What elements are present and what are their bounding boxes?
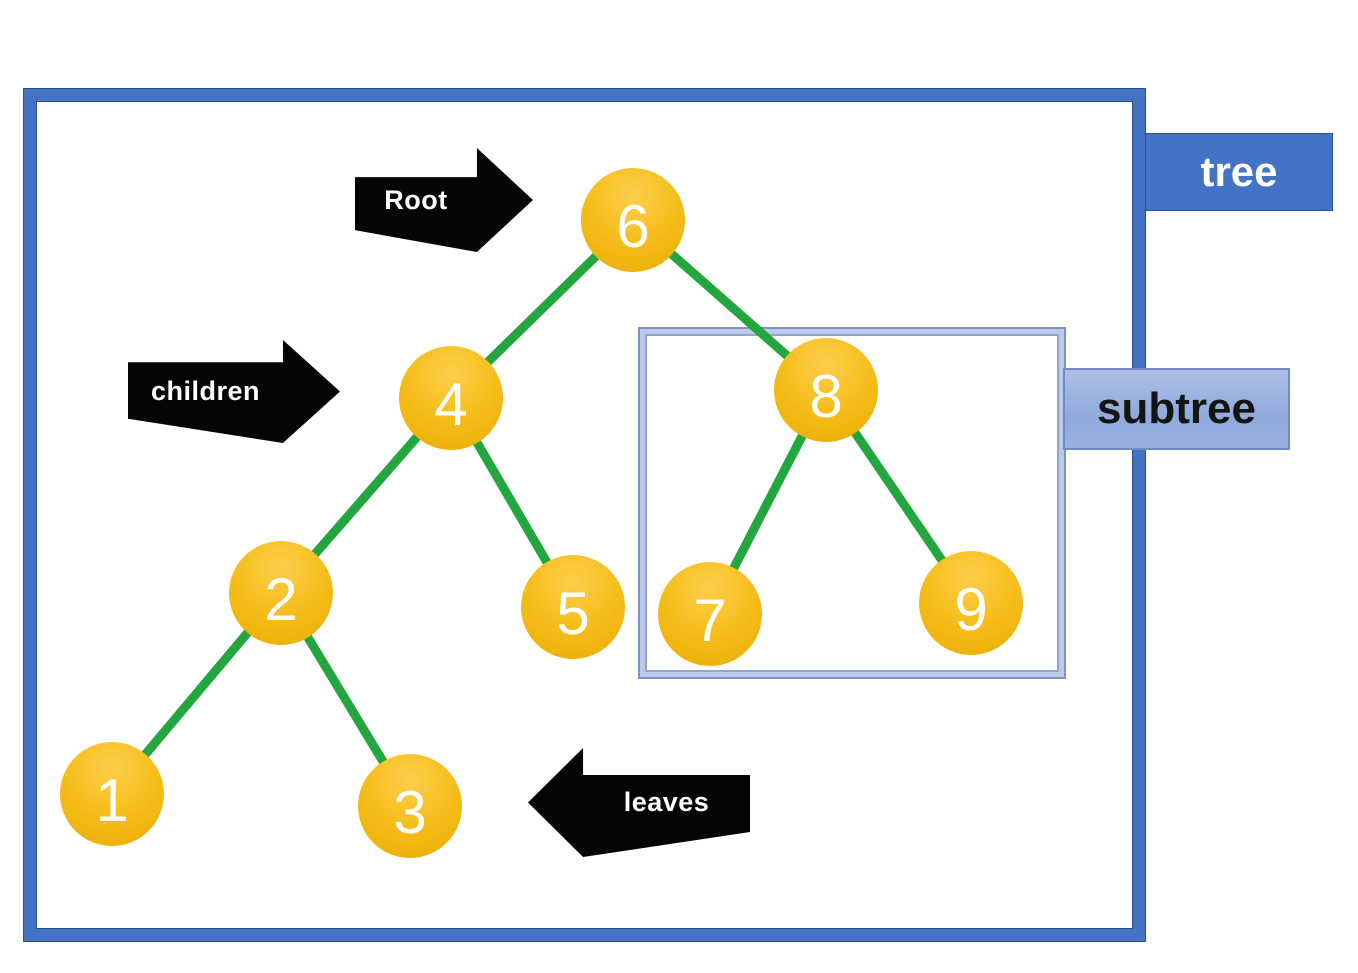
subtree-tag: subtree: [1063, 368, 1290, 450]
tree-node-6: 6: [581, 168, 685, 272]
node-value: 3: [393, 779, 427, 846]
subtree-box: [638, 327, 1066, 679]
subtree-tag-label: subtree: [1097, 384, 1256, 433]
tree-node-3: 3: [358, 754, 462, 858]
tree-tag: tree: [1145, 133, 1333, 211]
tree-node-8: 8: [774, 338, 878, 442]
node-value: 5: [556, 580, 590, 647]
tree-node-9: 9: [919, 551, 1023, 655]
children-arrow-label: children: [150, 376, 260, 406]
node-value: 7: [693, 587, 727, 654]
tree-node-5: 5: [521, 555, 625, 659]
tree-node-2: 2: [229, 541, 333, 645]
node-value: 4: [434, 371, 468, 438]
node-value: 2: [264, 566, 298, 633]
node-value: 9: [954, 576, 988, 643]
tree-node-4: 4: [399, 346, 503, 450]
tree-node-1: 1: [60, 742, 164, 846]
node-value: 1: [95, 767, 129, 834]
leaves-arrow-label: leaves: [623, 787, 710, 817]
tree-tag-label: tree: [1200, 148, 1278, 195]
root-arrow-label: Root: [384, 184, 448, 215]
node-value: 8: [809, 363, 843, 430]
tree-node-7: 7: [658, 562, 762, 666]
node-value: 6: [616, 193, 650, 260]
